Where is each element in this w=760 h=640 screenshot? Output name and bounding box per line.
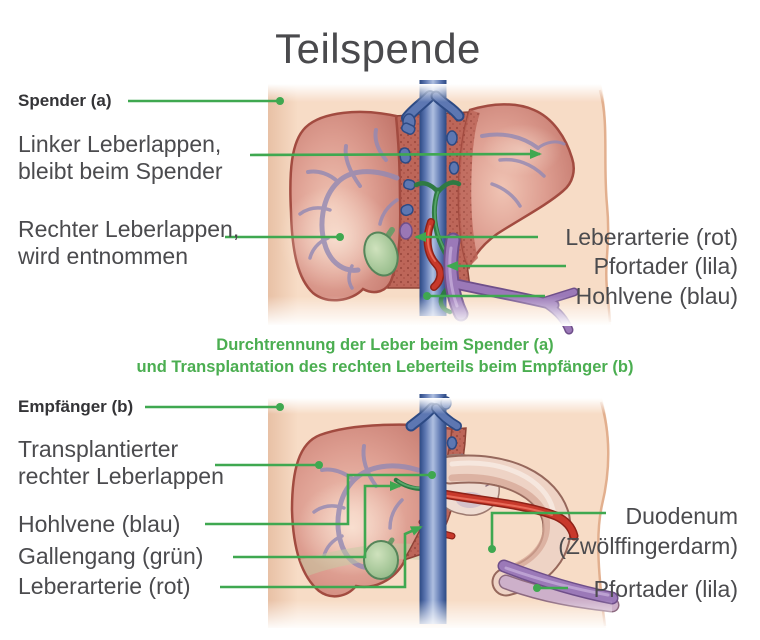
label-right-lobe: Rechter Leberlappen, wird entnommen bbox=[18, 216, 239, 270]
label-cava-recipient: Hohlvene (blau) bbox=[18, 511, 181, 537]
label-artery-recipient: Leberarterie (rot) bbox=[18, 573, 191, 599]
label-transplanted-lobe: Transplantierter rechter Leberlappen bbox=[18, 436, 224, 490]
caption: Durchtrennung der Leber beim Spender (a)… bbox=[10, 335, 760, 378]
caption-line1: Durchtrennung der Leber beim Spender (a) bbox=[216, 336, 554, 354]
connector-cava-recipient bbox=[205, 471, 436, 526]
fade-bottom-recipient bbox=[268, 600, 612, 630]
label-transplanted-lobe-line1: Transplantierter bbox=[18, 436, 179, 462]
label-right-lobe-line2: wird entnommen bbox=[18, 243, 189, 269]
fade-bottom-donor bbox=[268, 296, 612, 326]
connector-duodenum bbox=[488, 511, 606, 553]
connector-artery-recipient bbox=[220, 525, 423, 589]
gallbladder-recipient bbox=[363, 537, 399, 580]
connector-left-lobe bbox=[249, 149, 542, 160]
label-duodenum: Duodenum (Zwölffingerdarm) bbox=[558, 501, 738, 561]
annotation-connectors bbox=[128, 97, 606, 592]
section-tag-donor: Spender (a) bbox=[18, 91, 112, 110]
label-cava-donor: Hohlvene (blau) bbox=[575, 283, 738, 309]
label-portal-donor: Pfortader (lila) bbox=[593, 253, 738, 279]
connector-bile-duct bbox=[233, 481, 402, 559]
label-left-lobe: Linker Leberlappen, bleibt beim Spender bbox=[18, 131, 223, 185]
label-right-lobe-line1: Rechter Leberlappen, bbox=[18, 216, 240, 242]
portal-vein-recipient bbox=[497, 559, 619, 605]
label-duodenum-line1: Duodenum bbox=[625, 503, 738, 529]
section-tag-recipient: Empfänger (b) bbox=[18, 397, 134, 416]
bottom-margin bbox=[0, 628, 760, 640]
fade-top-donor bbox=[268, 84, 612, 102]
page-title: Teilspende bbox=[275, 25, 481, 72]
label-bile-duct: Gallengang (grün) bbox=[18, 543, 204, 569]
gallbladder-donor bbox=[363, 227, 399, 277]
fade-top-recipient bbox=[268, 398, 612, 414]
label-artery-donor: Leberarterie (rot) bbox=[565, 224, 738, 250]
caption-line2: und Transplantation des rechten Lebertei… bbox=[136, 357, 634, 376]
liver-left-lobe-donor bbox=[457, 103, 575, 270]
label-left-lobe-line2: bleibt beim Spender bbox=[18, 158, 223, 184]
label-duodenum-line2: (Zwölffingerdarm) bbox=[558, 533, 738, 559]
label-portal-recipient: Pfortader (lila) bbox=[593, 576, 738, 602]
label-left-lobe-line1: Linker Leberlappen, bbox=[18, 131, 222, 157]
label-transplanted-lobe-line2: rechter Leberlappen bbox=[18, 463, 224, 489]
